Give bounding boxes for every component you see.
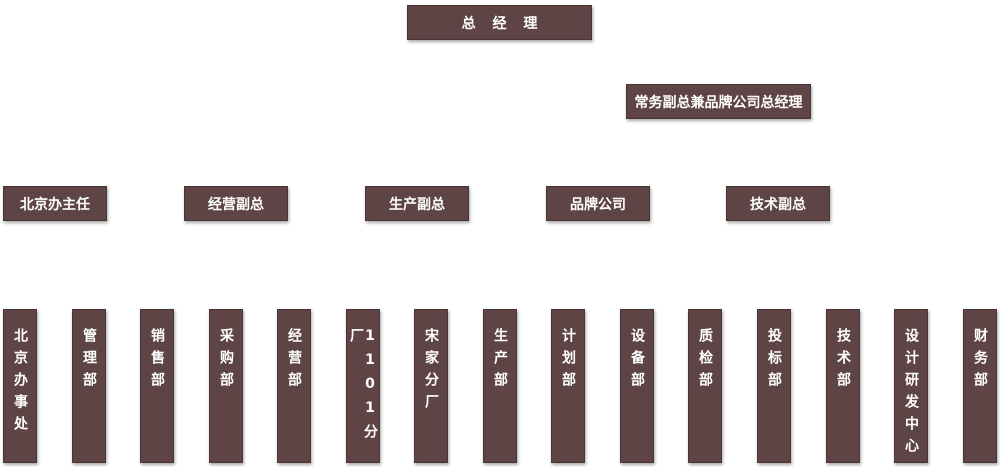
department-label: 宋家分厂 <box>423 328 439 416</box>
department-box: 生产部 <box>483 309 517 463</box>
department-box: 财务部 <box>963 309 997 463</box>
department-label: 1101分厂 <box>348 328 378 446</box>
department-box: 投标部 <box>757 309 791 463</box>
department-label: 技术部 <box>835 328 851 394</box>
manager-box-brand-company: 品牌公司 <box>546 186 650 221</box>
department-box: 质检部 <box>688 309 722 463</box>
department-label: 财务部 <box>972 328 988 394</box>
department-label: 质检部 <box>697 328 713 394</box>
department-box: 采购部 <box>209 309 243 463</box>
department-label: 设计研发中心 <box>903 328 919 460</box>
department-label: 经营部 <box>286 328 302 394</box>
ceo-label: 总 经 理 <box>461 15 544 32</box>
manager-box-production: 生产副总 <box>365 186 469 221</box>
deputy-brand-gm-box: 常务副总兼品牌公司总经理 <box>626 84 811 119</box>
department-box: 1101分厂 <box>346 309 380 463</box>
department-box: 销售部 <box>140 309 174 463</box>
department-box: 计划部 <box>551 309 585 463</box>
manager-box-operations: 经营副总 <box>184 186 288 221</box>
department-label: 计划部 <box>560 328 576 394</box>
department-label: 生产部 <box>492 328 508 394</box>
department-box: 设备部 <box>620 309 654 463</box>
department-box: 经营部 <box>277 309 311 463</box>
manager-box-beijing-office: 北京办主任 <box>3 186 107 221</box>
department-box: 管理部 <box>72 309 106 463</box>
manager-label: 经营副总 <box>208 196 264 213</box>
department-label: 投标部 <box>766 328 782 394</box>
department-label: 管理部 <box>81 328 97 394</box>
ceo-box: 总 经 理 <box>407 5 592 40</box>
deputy-brand-gm-label: 常务副总兼品牌公司总经理 <box>634 94 803 111</box>
department-label: 设备部 <box>629 328 645 394</box>
manager-label: 技术副总 <box>750 196 806 213</box>
department-label: 采购部 <box>218 328 234 394</box>
manager-label: 品牌公司 <box>570 196 626 213</box>
manager-label: 生产副总 <box>389 196 445 213</box>
department-label: 销售部 <box>149 328 165 394</box>
department-box: 宋家分厂 <box>414 309 448 463</box>
department-box: 设计研发中心 <box>894 309 928 463</box>
department-box: 技术部 <box>826 309 860 463</box>
manager-label: 北京办主任 <box>20 196 90 213</box>
department-label: 北京办事处 <box>12 328 28 438</box>
manager-box-technology: 技术副总 <box>726 186 830 221</box>
department-box: 北京办事处 <box>3 309 37 463</box>
